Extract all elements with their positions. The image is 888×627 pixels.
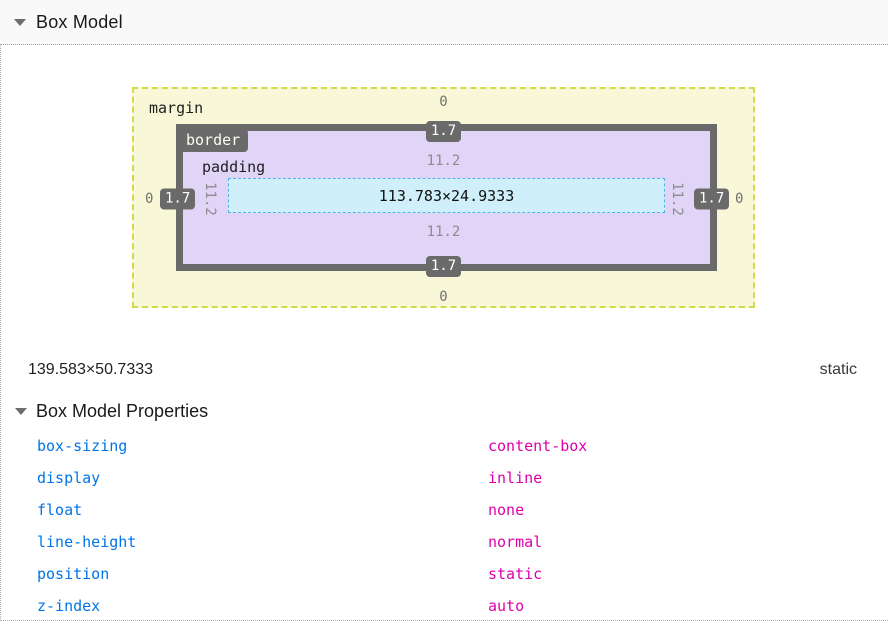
property-value: auto (488, 597, 525, 615)
property-name: display (37, 469, 101, 487)
padding-label: padding (202, 158, 266, 176)
content-dimensions-value[interactable]: 113.783×24.9333 (378, 186, 515, 205)
element-dimensions: 139.583×50.7333 (28, 361, 154, 378)
box-model-section-header[interactable]: Box Model (0, 0, 888, 44)
properties-section-title: Box Model Properties (36, 400, 209, 421)
margin-top-value[interactable]: 0 (439, 94, 448, 110)
margin-left-value[interactable]: 0 (145, 191, 154, 207)
border-label: border (178, 129, 249, 152)
property-row: float none (1, 494, 888, 526)
property-row: box-sizing content-box (1, 430, 888, 462)
content-region[interactable]: 113.783×24.9333 (228, 178, 665, 213)
element-summary-row: 139.583×50.7333 static (28, 360, 857, 380)
properties-list: box-sizing content-box display inline fl… (1, 430, 888, 622)
border-top-value[interactable]: 1.7 (425, 121, 462, 142)
property-row: line-height normal (1, 526, 888, 558)
property-row: z-index auto (1, 590, 888, 622)
property-value: none (488, 501, 525, 519)
border-top-value-badge[interactable]: 1.7 (134, 120, 753, 142)
box-model-diagram: 113.783×24.9333 margin border padding 0 … (132, 87, 755, 308)
margin-bottom-value[interactable]: 0 (439, 289, 448, 305)
border-bottom-value-badge[interactable]: 1.7 (134, 255, 753, 277)
property-value: content-box (488, 437, 588, 455)
property-value: static (488, 565, 543, 583)
box-model-properties-header[interactable]: Box Model Properties (1, 400, 888, 422)
padding-bottom-value[interactable]: 11.2 (426, 224, 461, 240)
margin-label: margin (149, 99, 204, 117)
property-name: z-index (37, 597, 101, 615)
property-name: float (37, 501, 83, 519)
property-name: position (37, 565, 110, 583)
property-row: position static (1, 558, 888, 590)
property-row: display inline (1, 462, 888, 494)
property-name: line-height (37, 533, 137, 551)
section-title: Box Model (36, 11, 123, 32)
collapse-triangle-icon[interactable] (14, 18, 26, 26)
padding-left-value[interactable]: 11.2 (202, 182, 218, 216)
element-position: static (819, 361, 857, 378)
padding-top-value[interactable]: 11.2 (426, 153, 461, 169)
padding-right-value[interactable]: 11.2 (669, 182, 685, 216)
box-model-panel-body: 113.783×24.9333 margin border padding 0 … (0, 44, 888, 621)
property-name: box-sizing (37, 437, 128, 455)
border-right-value[interactable]: 1.7 (694, 188, 730, 210)
property-value: inline (488, 469, 543, 487)
margin-right-value[interactable]: 0 (735, 191, 744, 207)
border-bottom-value[interactable]: 1.7 (425, 256, 462, 277)
properties-collapse-triangle-icon[interactable] (15, 407, 27, 415)
property-value: normal (488, 533, 543, 551)
border-left-value[interactable]: 1.7 (160, 188, 196, 210)
